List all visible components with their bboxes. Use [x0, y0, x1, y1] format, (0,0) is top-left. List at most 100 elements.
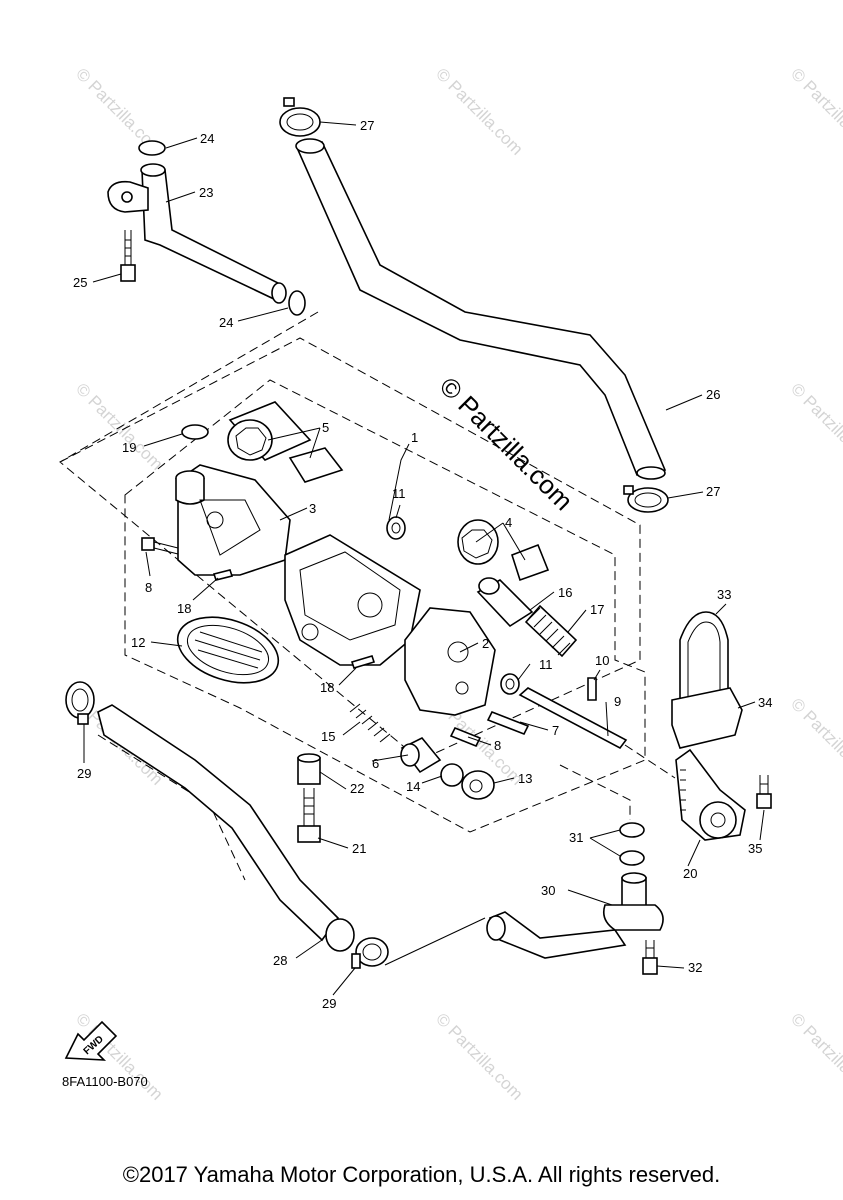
pin-10 [587, 677, 597, 701]
oil-pipe-30 [486, 872, 664, 959]
callout-numbers: 1 2 3 4 5 6 7 8 8 9 10 11 11 12 13 14 15… [73, 118, 772, 1011]
bolt-35 [756, 775, 772, 809]
leader-shaft-chain [624, 744, 676, 779]
watermark: © Partzilla.com [787, 64, 843, 158]
strainer-12 [176, 616, 280, 684]
fwd-arrow-icon: FWD [64, 1020, 118, 1061]
callout-29-left: 29 [77, 766, 91, 781]
pump-body [284, 534, 421, 666]
bolt-32 [642, 940, 658, 975]
clamp-27-upper [279, 97, 321, 137]
watermark: © Partzilla.com [432, 1009, 526, 1103]
watermark: © Partzilla.com [432, 64, 526, 158]
callout-14: 14 [406, 779, 420, 794]
callout-25: 25 [73, 275, 87, 290]
callout-leaders [83, 121, 765, 996]
plunger-6 [400, 736, 442, 774]
callout-30: 30 [541, 883, 555, 898]
collar-22 [297, 753, 321, 785]
leader-hose-joint [384, 917, 486, 966]
leader-lower-right [559, 764, 631, 820]
callout-3: 3 [309, 501, 316, 516]
callout-28: 28 [273, 953, 287, 968]
watermark: © Partzilla.com [787, 379, 843, 473]
rotor-5 [227, 401, 344, 483]
clamp-27-lower [623, 485, 669, 513]
hose-28 [97, 704, 355, 952]
pin-18-right [350, 655, 376, 669]
guide-34 [671, 687, 743, 749]
callout-27-lower: 27 [706, 484, 720, 499]
callout-9: 9 [614, 694, 621, 709]
oil-pipe-23 [107, 163, 287, 304]
callout-18-left: 18 [177, 601, 191, 616]
spring-17 [524, 604, 578, 658]
callout-18-right: 18 [320, 680, 334, 695]
callout-32: 32 [688, 960, 702, 975]
watermark: © Partzilla.com [787, 694, 843, 788]
callout-6: 6 [372, 756, 379, 771]
cover-2 [404, 607, 496, 716]
callout-4: 4 [505, 515, 512, 530]
callout-8-right: 8 [494, 738, 501, 753]
callout-2: 2 [482, 636, 489, 651]
callout-29-right: 29 [322, 996, 336, 1011]
hose-26 [295, 138, 667, 480]
callout-11-lower: 11 [539, 657, 553, 672]
o-ring-31-upper [619, 822, 645, 838]
chain-guide-33 [679, 611, 729, 716]
plunger-16 [476, 577, 534, 628]
o-ring-24-upper [138, 140, 166, 156]
callout-26: 26 [706, 387, 720, 402]
callout-12: 12 [131, 635, 145, 650]
callout-7: 7 [552, 723, 559, 738]
callout-19: 19 [122, 440, 136, 455]
washer-11-lower [500, 673, 520, 695]
callout-13: 13 [518, 771, 532, 786]
callout-21: 21 [352, 841, 366, 856]
bolt-8-left [141, 537, 179, 555]
assembly-outline-outer [59, 337, 641, 761]
shaft-9 [518, 687, 628, 750]
callout-8-left: 8 [145, 580, 152, 595]
washer-13 [461, 770, 495, 800]
housing-3 [175, 464, 291, 576]
callout-15: 15 [321, 729, 335, 744]
watermark: © Partzilla.com [72, 379, 166, 473]
clamp-29-left [65, 681, 95, 725]
callout-11-upper: 11 [392, 486, 406, 501]
bolt-25 [120, 230, 136, 282]
callout-33: 33 [717, 587, 731, 602]
o-ring-24-lower [288, 290, 306, 316]
callout-1: 1 [411, 430, 418, 445]
rotor-4 [457, 519, 550, 582]
sprocket-20 [675, 748, 746, 841]
callout-27-upper: 27 [360, 118, 374, 133]
callout-23: 23 [199, 185, 213, 200]
bolt-8-right [449, 726, 482, 748]
callout-24-lower: 24 [219, 315, 233, 330]
callout-22: 22 [350, 781, 364, 796]
clamp-29-right [351, 937, 389, 969]
callout-16: 16 [558, 585, 572, 600]
callout-5: 5 [322, 420, 329, 435]
bolt-7 [486, 710, 530, 736]
o-ring-19 [181, 424, 209, 440]
watermark-layer: © Partzilla.com © Partzilla.com © Partzi… [72, 64, 843, 1103]
callout-31: 31 [569, 830, 583, 845]
pin-18-left [212, 569, 234, 581]
assembly-outlines [59, 311, 676, 881]
bolt-21 [297, 788, 321, 843]
ball-14 [440, 763, 464, 787]
assembly-outline-pump [124, 379, 646, 833]
callout-35: 35 [748, 841, 762, 856]
callout-34: 34 [758, 695, 772, 710]
callout-20: 20 [683, 866, 697, 881]
copyright-notice: ©2017 Yamaha Motor Corporation, U.S.A. A… [122, 1162, 721, 1187]
o-ring-31-lower [619, 850, 645, 866]
callout-10: 10 [595, 653, 609, 668]
callout-17: 17 [590, 602, 604, 617]
diagram-code: 8FA1100-B070 [62, 1074, 148, 1089]
callout-24-upper: 24 [200, 131, 214, 146]
